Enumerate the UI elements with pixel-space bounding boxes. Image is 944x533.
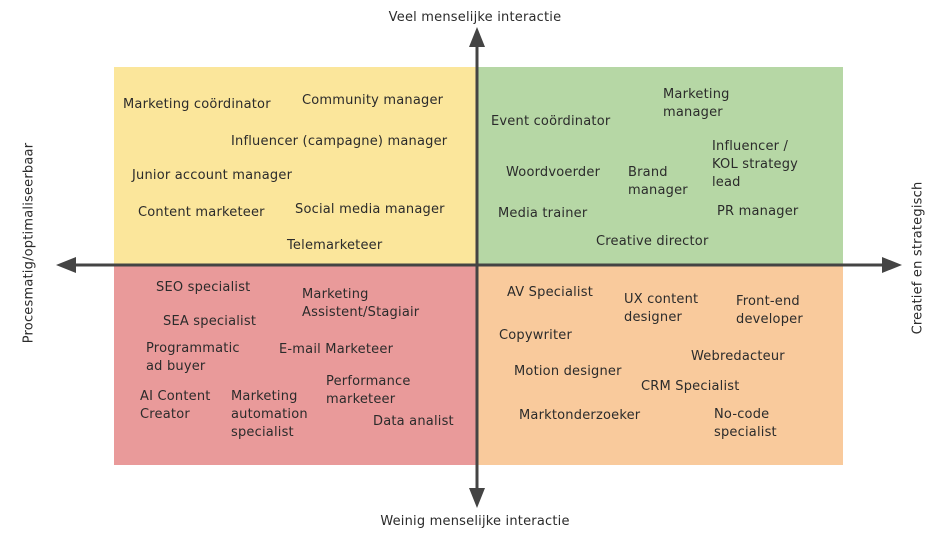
- quadrant-bottom-left: [114, 265, 477, 465]
- role-telemarketeer: Telemarketeer: [287, 238, 383, 253]
- role-pr-manager: PR manager: [717, 204, 799, 219]
- role-event-coordinator: Event coördinator: [491, 114, 611, 129]
- role-data-analist: Data analist: [373, 414, 454, 429]
- role-webredacteur: Webredacteur: [691, 349, 785, 364]
- arrow-right-icon: [882, 257, 902, 273]
- role-motion-designer: Motion designer: [514, 364, 622, 379]
- arrow-left-icon: [56, 257, 76, 273]
- role-crm-specialist: CRM Specialist: [641, 379, 740, 394]
- role-ai-content-creator: AI Content Creator: [140, 389, 211, 422]
- axis-lines: [56, 27, 902, 508]
- quadrant-top-right: [477, 67, 843, 265]
- role-marketing-coordinator: Marketing coördinator: [123, 97, 271, 112]
- arrow-down-icon: [469, 488, 485, 508]
- role-community-manager: Community manager: [302, 93, 444, 108]
- role-programmatic-ad-buyer: Programmatic ad buyer: [146, 341, 240, 374]
- role-ux-content-designer: UX content designer: [624, 292, 699, 325]
- role-marketing-manager: Marketing manager: [663, 87, 730, 120]
- role-performance-marketeer: Performance marketeer: [326, 374, 411, 407]
- role-sea-specialist: SEA specialist: [163, 314, 257, 329]
- role-media-trainer: Media trainer: [498, 206, 588, 221]
- role-copywriter: Copywriter: [499, 328, 573, 343]
- role-content-marketeer: Content marketeer: [138, 205, 265, 220]
- quadrant-bottom-right: [477, 265, 843, 465]
- role-influencer-campagne-manager: Influencer (campagne) manager: [231, 134, 448, 149]
- quadrant-top-left: [114, 67, 477, 265]
- axis-label-right: Creatief en strategisch: [910, 181, 926, 335]
- axis-label-top: Veel menselijke interactie: [388, 10, 562, 25]
- role-front-end-developer: Front-end developer: [736, 294, 803, 327]
- role-social-media-manager: Social media manager: [295, 202, 445, 217]
- role-brand-manager: Brand manager: [628, 165, 688, 198]
- role-marketing-automation-specialist: Marketing automation specialist: [231, 389, 308, 440]
- role-influencer-kol-strategy-lead: Influencer / KOL strategy lead: [712, 139, 799, 190]
- role-woordvoerder: Woordvoerder: [506, 165, 601, 180]
- role-seo-specialist: SEO specialist: [156, 280, 251, 295]
- role-marktonderzoeker: Marktonderzoeker: [519, 408, 641, 423]
- role-creative-director: Creative director: [596, 234, 709, 249]
- axis-label-left: Procesmatig/optimaliseerbaar: [21, 142, 37, 344]
- role-no-code-specialist: No-code specialist: [714, 407, 777, 440]
- arrow-up-icon: [469, 27, 485, 47]
- role-av-specialist: AV Specialist: [507, 285, 594, 300]
- role-junior-account-manager: Junior account manager: [132, 168, 293, 183]
- role-e-mail-marketeer: E-mail Marketeer: [279, 342, 394, 357]
- role-marketing-assistent-stagiair: Marketing Assistent/Stagiair: [302, 287, 420, 320]
- axis-label-bottom: Weinig menselijke interactie: [380, 514, 570, 529]
